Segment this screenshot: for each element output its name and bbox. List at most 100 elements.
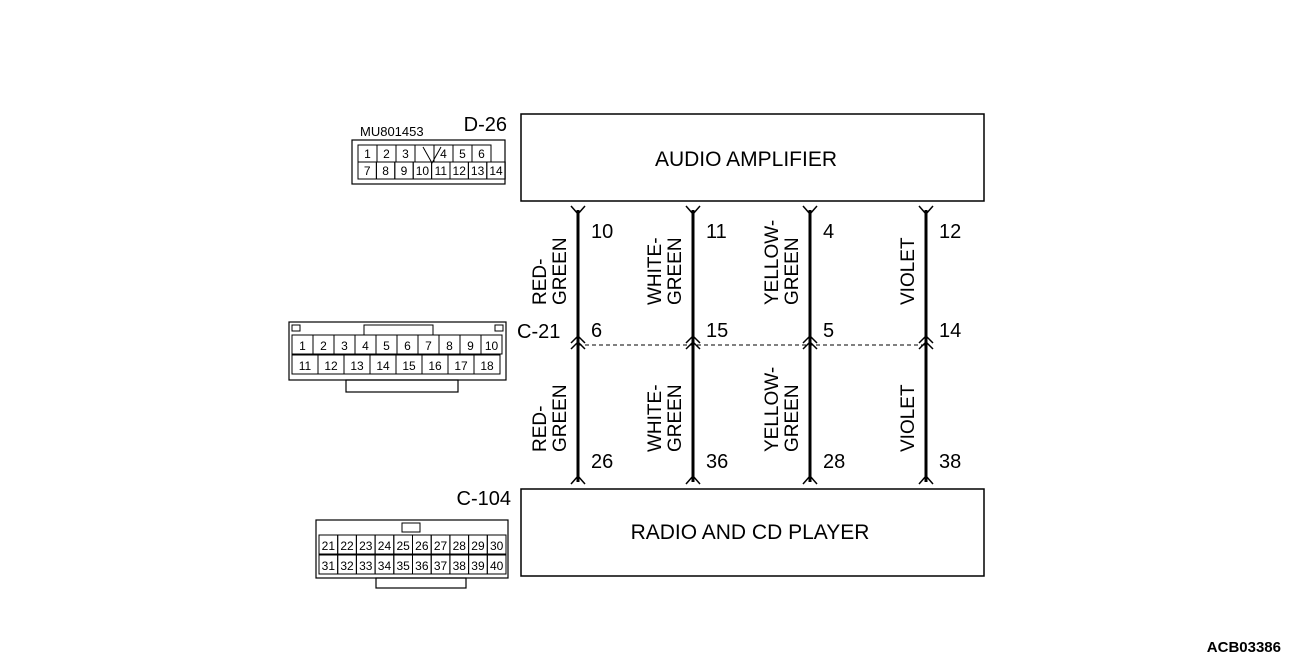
key-triangle-icon bbox=[422, 146, 442, 165]
c21-bottom-pin-label: 14 bbox=[376, 359, 390, 373]
c104-bottom-pin-label: 40 bbox=[490, 559, 504, 573]
d26-bottom-pin-label: 13 bbox=[471, 164, 485, 178]
c104-bottom-pin-label: 37 bbox=[434, 559, 448, 573]
pin-top-3: 4 bbox=[823, 221, 834, 243]
audio-amplifier-box bbox=[520, 113, 985, 202]
wire-color-upper-1b: GREEN bbox=[550, 237, 571, 305]
pin-junction-1: 6 bbox=[591, 320, 602, 342]
pin-top-2: 11 bbox=[706, 221, 727, 243]
wire-violet bbox=[918, 205, 934, 485]
pin-junction-2: 15 bbox=[706, 320, 728, 342]
c104-bottom-pin-label: 31 bbox=[322, 559, 336, 573]
pin-bottom-4: 38 bbox=[939, 451, 961, 473]
radio-cd-player-label: RADIO AND CD PLAYER bbox=[631, 521, 870, 544]
d26-bottom-pin-label: 8 bbox=[382, 164, 389, 178]
connector-id-c104: C-104 bbox=[457, 488, 511, 510]
d26-bottom-pin-label: 10 bbox=[416, 164, 430, 178]
d26-bottom-pin-label: 7 bbox=[364, 164, 371, 178]
wire-red-green bbox=[570, 205, 586, 485]
wire-yellow-green bbox=[802, 205, 818, 485]
connector-id-d26: D-26 bbox=[464, 114, 507, 136]
wire-white-green bbox=[685, 205, 701, 485]
d26-top-pin-label: 4 bbox=[440, 147, 447, 161]
c104-top-pin-label: 23 bbox=[359, 539, 373, 553]
c21-top-pin-label: 3 bbox=[341, 339, 348, 353]
wire-color-upper-3a: YELLOW- bbox=[762, 220, 783, 305]
wire-color-lower-1b: GREEN bbox=[550, 384, 571, 452]
c21-bottom-cell bbox=[473, 354, 501, 375]
c21-top-pin-label: 7 bbox=[425, 339, 432, 353]
wire-color-lower-2b: GREEN bbox=[665, 384, 686, 452]
d26-top-pin-label: 6 bbox=[478, 147, 485, 161]
c21-bottom-pin-label: 18 bbox=[480, 359, 494, 373]
c104-top-pin-label: 25 bbox=[396, 539, 410, 553]
c104-top-pin-label: 21 bbox=[322, 539, 336, 553]
c21-top-pin-label: 4 bbox=[362, 339, 369, 353]
c21-bottom-pin-label: 12 bbox=[324, 359, 338, 373]
c104-bottom-pin-label: 32 bbox=[340, 559, 354, 573]
c21-top-pin-label: 9 bbox=[467, 339, 474, 353]
c104-top-cell bbox=[486, 534, 507, 555]
wire-color-upper-2a: WHITE- bbox=[645, 237, 666, 305]
d26-bottom-cell bbox=[486, 161, 506, 180]
d26-top-pin-label: 1 bbox=[364, 147, 371, 161]
pin-bottom-3: 28 bbox=[823, 451, 845, 473]
c104-bottom-pin-label: 35 bbox=[396, 559, 410, 573]
part-number: MU801453 bbox=[360, 124, 424, 139]
c21-top-cell bbox=[480, 334, 503, 355]
c104-bottom-pin-label: 33 bbox=[359, 559, 373, 573]
c21-bottom-pin-label: 15 bbox=[402, 359, 416, 373]
c104-bottom-pin-label: 36 bbox=[415, 559, 429, 573]
d26-bottom-pin-label: 12 bbox=[453, 164, 467, 178]
c104-top-pin-label: 27 bbox=[434, 539, 448, 553]
d26-top-pin-label: 3 bbox=[402, 147, 409, 161]
figure-id: ACB03386 bbox=[1207, 639, 1281, 656]
wire-color-upper-3b: GREEN bbox=[782, 237, 803, 305]
wire-color-lower-4: VIOLET bbox=[898, 384, 919, 452]
c21-top-pin-label: 1 bbox=[299, 339, 306, 353]
d26-top-pin-label: 2 bbox=[383, 147, 390, 161]
c104-bottom-pin-label: 38 bbox=[453, 559, 467, 573]
c21-top-pin-label: 8 bbox=[446, 339, 453, 353]
c21-bottom-pin-label: 17 bbox=[454, 359, 468, 373]
wire-color-lower-3b: GREEN bbox=[782, 384, 803, 452]
wire-color-lower-2a: WHITE- bbox=[645, 384, 666, 452]
c104-top-pin-label: 22 bbox=[340, 539, 354, 553]
c21-top-pin-label: 6 bbox=[404, 339, 411, 353]
d26-top-cell bbox=[414, 144, 435, 163]
c104-bottom-pin-label: 34 bbox=[378, 559, 392, 573]
c21-bottom-pin-label: 13 bbox=[350, 359, 364, 373]
wire-color-upper-2b: GREEN bbox=[665, 237, 686, 305]
pin-top-4: 12 bbox=[939, 221, 961, 243]
pin-junction-3: 5 bbox=[823, 320, 834, 342]
d26-bottom-pin-label: 11 bbox=[435, 164, 448, 178]
c104-top-pin-label: 28 bbox=[453, 539, 467, 553]
pin-bottom-2: 36 bbox=[706, 451, 728, 473]
d26-bottom-pin-label: 14 bbox=[489, 164, 503, 178]
d26-top-pin-label: 5 bbox=[459, 147, 466, 161]
pin-junction-4: 14 bbox=[939, 320, 961, 342]
c104-bottom-pin-label: 39 bbox=[471, 559, 485, 573]
c104-bottom-cell bbox=[486, 554, 507, 575]
wire-color-upper-4: VIOLET bbox=[898, 237, 919, 305]
wire-color-lower-3a: YELLOW- bbox=[762, 367, 783, 452]
d26-bottom-pin-label: 9 bbox=[401, 164, 408, 178]
audio-amplifier-label: AUDIO AMPLIFIER bbox=[655, 148, 837, 171]
c104-top-pin-label: 29 bbox=[471, 539, 485, 553]
radio-cd-player-box bbox=[520, 488, 985, 577]
pin-top-1: 10 bbox=[591, 221, 613, 243]
wire-color-lower-1a: RED- bbox=[530, 406, 551, 452]
c21-top-pin-label: 10 bbox=[485, 339, 499, 353]
connector-id-c21: C-21 bbox=[517, 321, 560, 343]
c104-top-pin-label: 24 bbox=[378, 539, 392, 553]
c21-top-pin-label: 2 bbox=[320, 339, 327, 353]
pin-bottom-1: 26 bbox=[591, 451, 613, 473]
c21-bottom-pin-label: 11 bbox=[299, 359, 312, 373]
wire-color-upper-1a: RED- bbox=[530, 259, 551, 305]
c21-top-pin-label: 5 bbox=[383, 339, 390, 353]
c104-top-pin-label: 26 bbox=[415, 539, 429, 553]
